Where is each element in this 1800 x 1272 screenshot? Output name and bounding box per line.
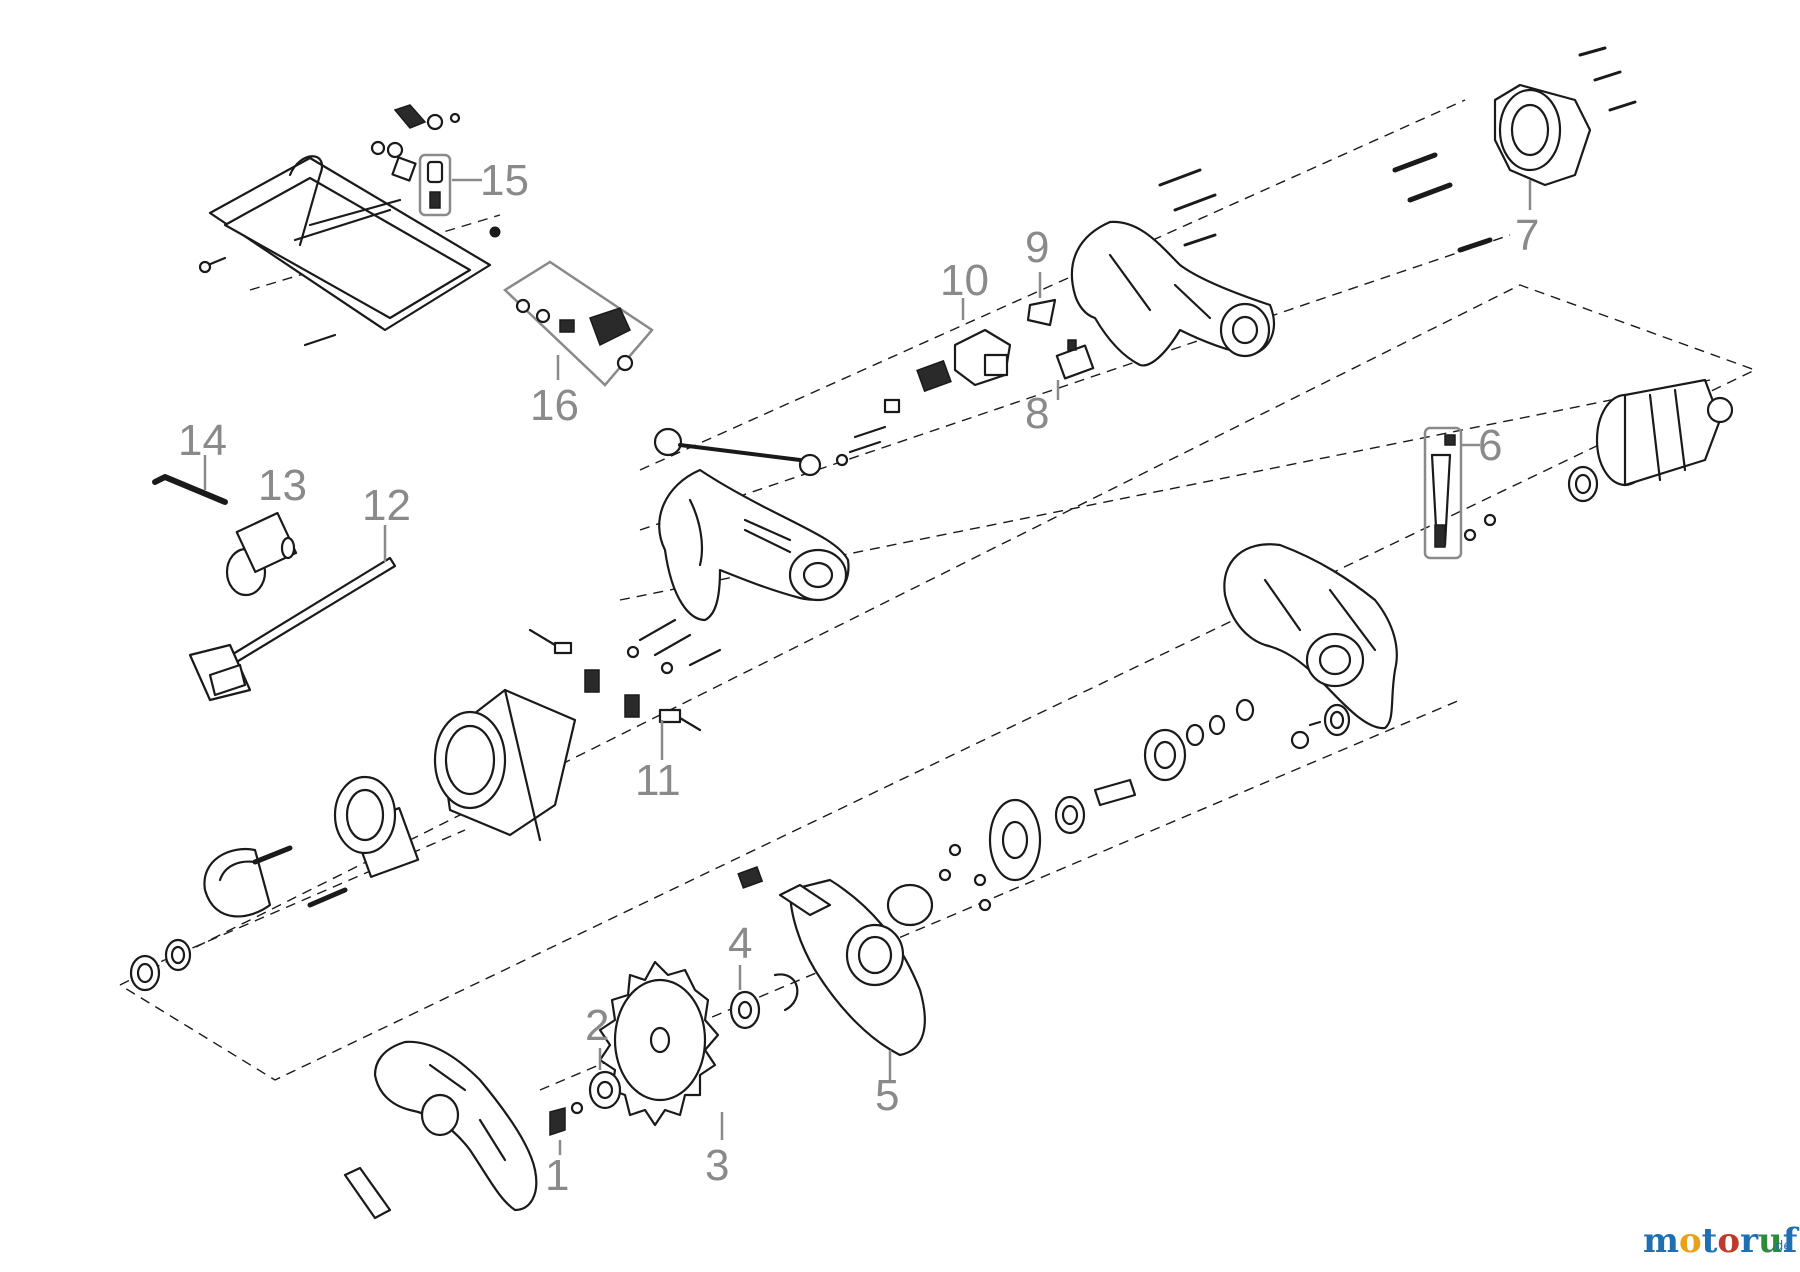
wm-char-6: f [1783, 1221, 1800, 1261]
callout-9: 9 [1025, 223, 1049, 272]
outer-flange-and-bolt: 2 1 [545, 1001, 622, 1200]
callout-11: 11 [635, 756, 681, 805]
callout-13: 13 [258, 461, 307, 510]
fan-shroud [129, 845, 348, 992]
wm-char-4: r [1740, 1221, 1759, 1261]
wm-char-0: m [1643, 1221, 1679, 1261]
callout-1: 1 [545, 1151, 569, 1200]
callout-6: 6 [1478, 421, 1502, 470]
callout-3: 3 [705, 1141, 729, 1190]
armature [1567, 378, 1734, 503]
capacitor: 13 [225, 461, 307, 597]
lower-guard: 5 [737, 866, 926, 1120]
assembly-boundary [119, 284, 1757, 1081]
callout-14: 14 [178, 416, 227, 465]
watermark-logo: motoruf .de [1643, 1221, 1800, 1261]
callout-15-group: 15 [418, 153, 529, 217]
wm-char-5: u [1758, 1221, 1783, 1261]
callout-10: 10 [940, 256, 989, 305]
callout-4: 4 [728, 919, 752, 968]
saw-blade: 3 [598, 960, 729, 1190]
watermark-text: motoruf [1643, 1221, 1800, 1261]
callout-5: 5 [875, 1071, 899, 1120]
callout-15: 15 [480, 156, 529, 205]
gear-housing [1223, 543, 1398, 750]
callout-2: 2 [585, 1001, 609, 1050]
gear-and-shaft [886, 698, 1255, 927]
brush-holders: 11 [528, 618, 722, 805]
callout-8: 8 [1025, 389, 1049, 438]
watermark-suffix: .de [1771, 1239, 1791, 1254]
callout-12: 12 [362, 481, 411, 530]
callout-16-group: 16 [502, 260, 654, 430]
front-handle-housing [1070, 220, 1275, 367]
switch: 10 [940, 256, 1012, 387]
screws-top-row [1158, 46, 1637, 253]
switch-cover-and-brush: 9 8 [1025, 223, 1095, 438]
rear-handle [658, 468, 850, 622]
motor-housing [333, 688, 577, 878]
callout-6-group: 6 [1423, 421, 1502, 560]
allen-key: 14 [152, 416, 228, 505]
wm-char-1: o [1679, 1221, 1702, 1261]
end-cap: 7 [1493, 83, 1592, 260]
blade-washer: 4 [728, 919, 799, 1030]
rip-fence: 12 [188, 481, 411, 702]
upper-blade-guard [343, 1040, 538, 1220]
cord-and-switch [653, 359, 952, 477]
base-plate [198, 104, 501, 347]
wm-char-2: t [1702, 1221, 1718, 1261]
callout-16: 16 [530, 381, 579, 430]
wm-char-3: o [1717, 1221, 1740, 1261]
callout-7: 7 [1515, 211, 1539, 260]
